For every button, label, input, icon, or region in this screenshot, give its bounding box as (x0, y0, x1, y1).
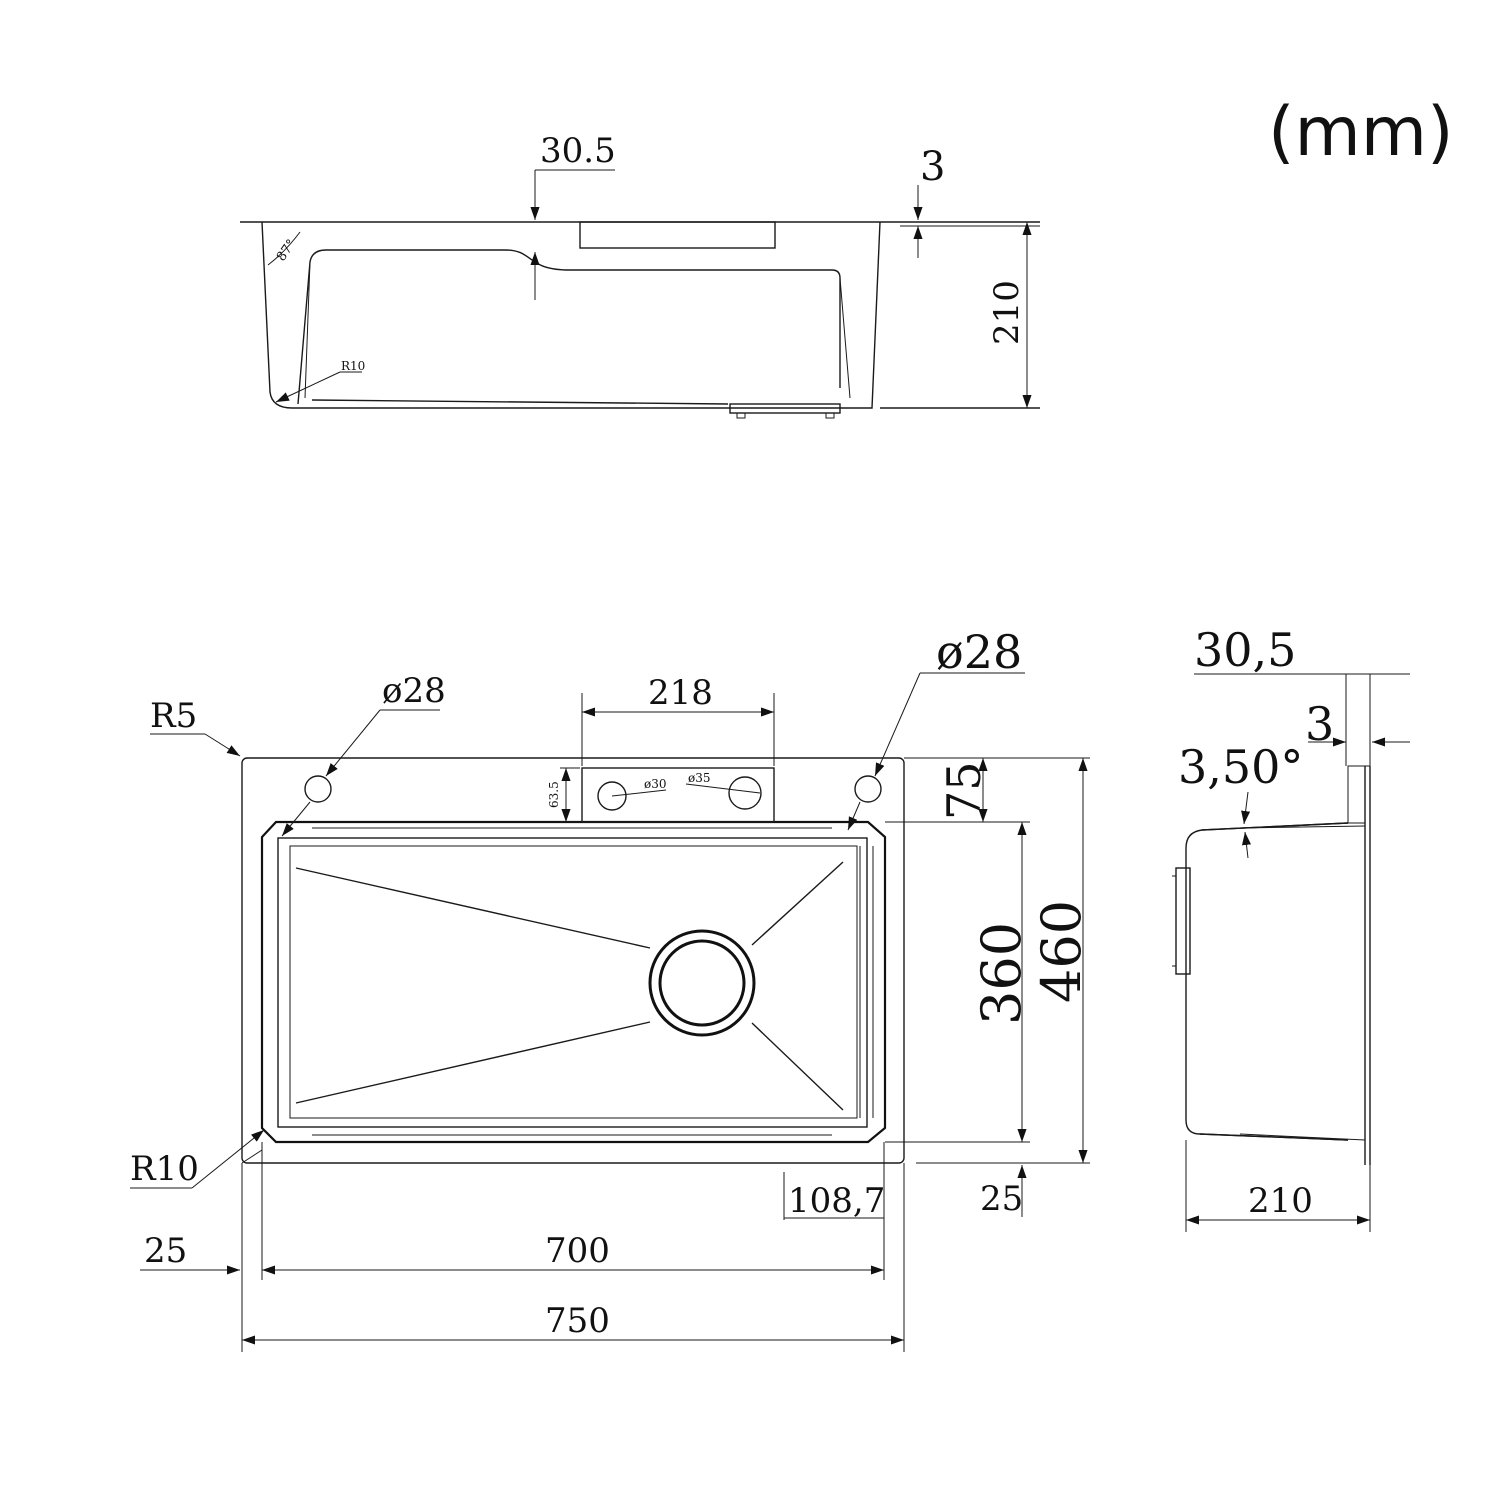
right-faucet-hole (854, 775, 882, 803)
top-view: R5 ø28 ø28 218 63.5 ø30 ø35 75 (130, 625, 1093, 1352)
edge-75-label: 75 (937, 761, 991, 820)
drain-outer-ring (648, 929, 756, 1037)
hole-30 (597, 781, 627, 811)
hole-35-label: ø35 (688, 771, 711, 785)
right-hole-label: ø28 (936, 625, 1022, 679)
front-view: 30.5 3 210 87° R10 (240, 131, 1040, 419)
side-slope-label: 3,50° (1178, 740, 1303, 794)
deck-width-label: 218 (648, 673, 713, 713)
wall-angle-label: 87° (274, 237, 300, 264)
unit-label: (mm) (1268, 93, 1454, 172)
bottom-margin-label: 25 (980, 1179, 1023, 1219)
left-hole-label: ø28 (382, 671, 446, 711)
bowl-depth-label: 360 (970, 922, 1033, 1025)
side-flange-label: 3 (1305, 697, 1334, 751)
side-thickness-label: 30,5 (1194, 623, 1296, 677)
hole-30-label: ø30 (644, 777, 667, 791)
r5-label: R5 (150, 696, 197, 736)
bowl-width-label: 700 (545, 1231, 610, 1271)
hole-35 (728, 776, 762, 810)
drain-inner-ring (658, 939, 746, 1027)
left-margin-label: 25 (144, 1231, 187, 1271)
side-view: 30,5 3 3,50° 210 (1172, 623, 1410, 1232)
front-radius-label: R10 (341, 359, 365, 373)
overall-depth-label: 460 (1030, 900, 1093, 1003)
drain-offset-label: 108,7 (788, 1181, 885, 1221)
front-thickness-label: 30.5 (540, 131, 616, 171)
front-depth-label: 210 (987, 280, 1027, 345)
front-flange-label: 3 (920, 144, 945, 190)
overall-width-label: 750 (545, 1301, 610, 1341)
left-faucet-hole (304, 775, 332, 803)
deck-height-label: 63.5 (547, 781, 561, 808)
r10-label: R10 (130, 1149, 199, 1189)
side-depth-label: 210 (1248, 1181, 1313, 1221)
